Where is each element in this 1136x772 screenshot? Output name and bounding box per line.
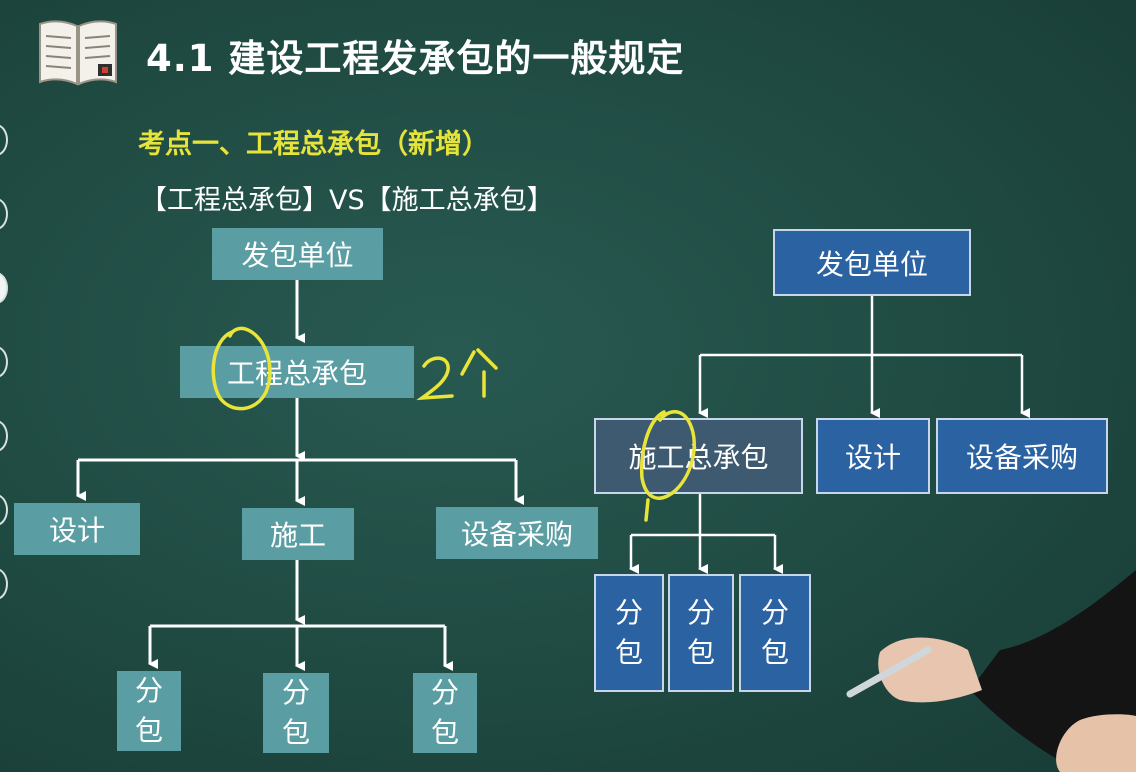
section-subtitle: 考点一、工程总承包（新增）: [138, 129, 489, 160]
subcontract-char: 分: [430, 676, 459, 709]
right-employer-box: 发包单位: [773, 229, 971, 296]
comparison-heading: 【工程总承包】VS【施工总承包】: [140, 185, 554, 216]
left-subcontract-box: 分 包: [413, 673, 477, 753]
right-subcontract-box: 分 包: [668, 574, 734, 692]
subcontract-char: 包: [760, 636, 789, 669]
left-equipment-box: 设备采购: [436, 507, 598, 559]
subcontract-char: 分: [614, 596, 643, 629]
right-design-box: 设计: [816, 418, 930, 494]
subcontract-char: 包: [614, 636, 643, 669]
left-construction-box: 施工: [242, 508, 354, 560]
circle-mark-gong: [211, 326, 272, 411]
left-subcontract-box: 分 包: [117, 671, 181, 751]
subcontract-char: 包: [686, 636, 715, 669]
subcontract-char: 包: [134, 714, 163, 747]
left-general-contract-box: 工程总承包: [180, 346, 414, 398]
right-subcontract-box: 分 包: [594, 574, 664, 692]
subcontract-char: 分: [686, 596, 715, 629]
subcontract-char: 分: [760, 596, 789, 629]
right-subcontract-box: 分 包: [739, 574, 811, 692]
page-title: 4.1 建设工程发承包的一般规定: [146, 37, 685, 80]
subcontract-char: 分: [281, 676, 310, 709]
right-construction-contract-box: 施工总承包: [594, 418, 803, 494]
open-book-icon: [39, 20, 117, 86]
handwritten-2: [416, 356, 454, 401]
subcontract-char: 分: [134, 674, 163, 707]
left-employer-box: 发包单位: [212, 228, 383, 280]
right-equipment-box: 设备采购: [936, 418, 1108, 494]
left-subcontract-box: 分 包: [263, 673, 329, 753]
handwritten-ge: [460, 348, 498, 398]
left-design-box: 设计: [14, 503, 140, 555]
circle-mark-gong-right: [639, 410, 696, 522]
subcontract-char: 包: [430, 716, 459, 749]
subcontract-char: 包: [281, 716, 310, 749]
